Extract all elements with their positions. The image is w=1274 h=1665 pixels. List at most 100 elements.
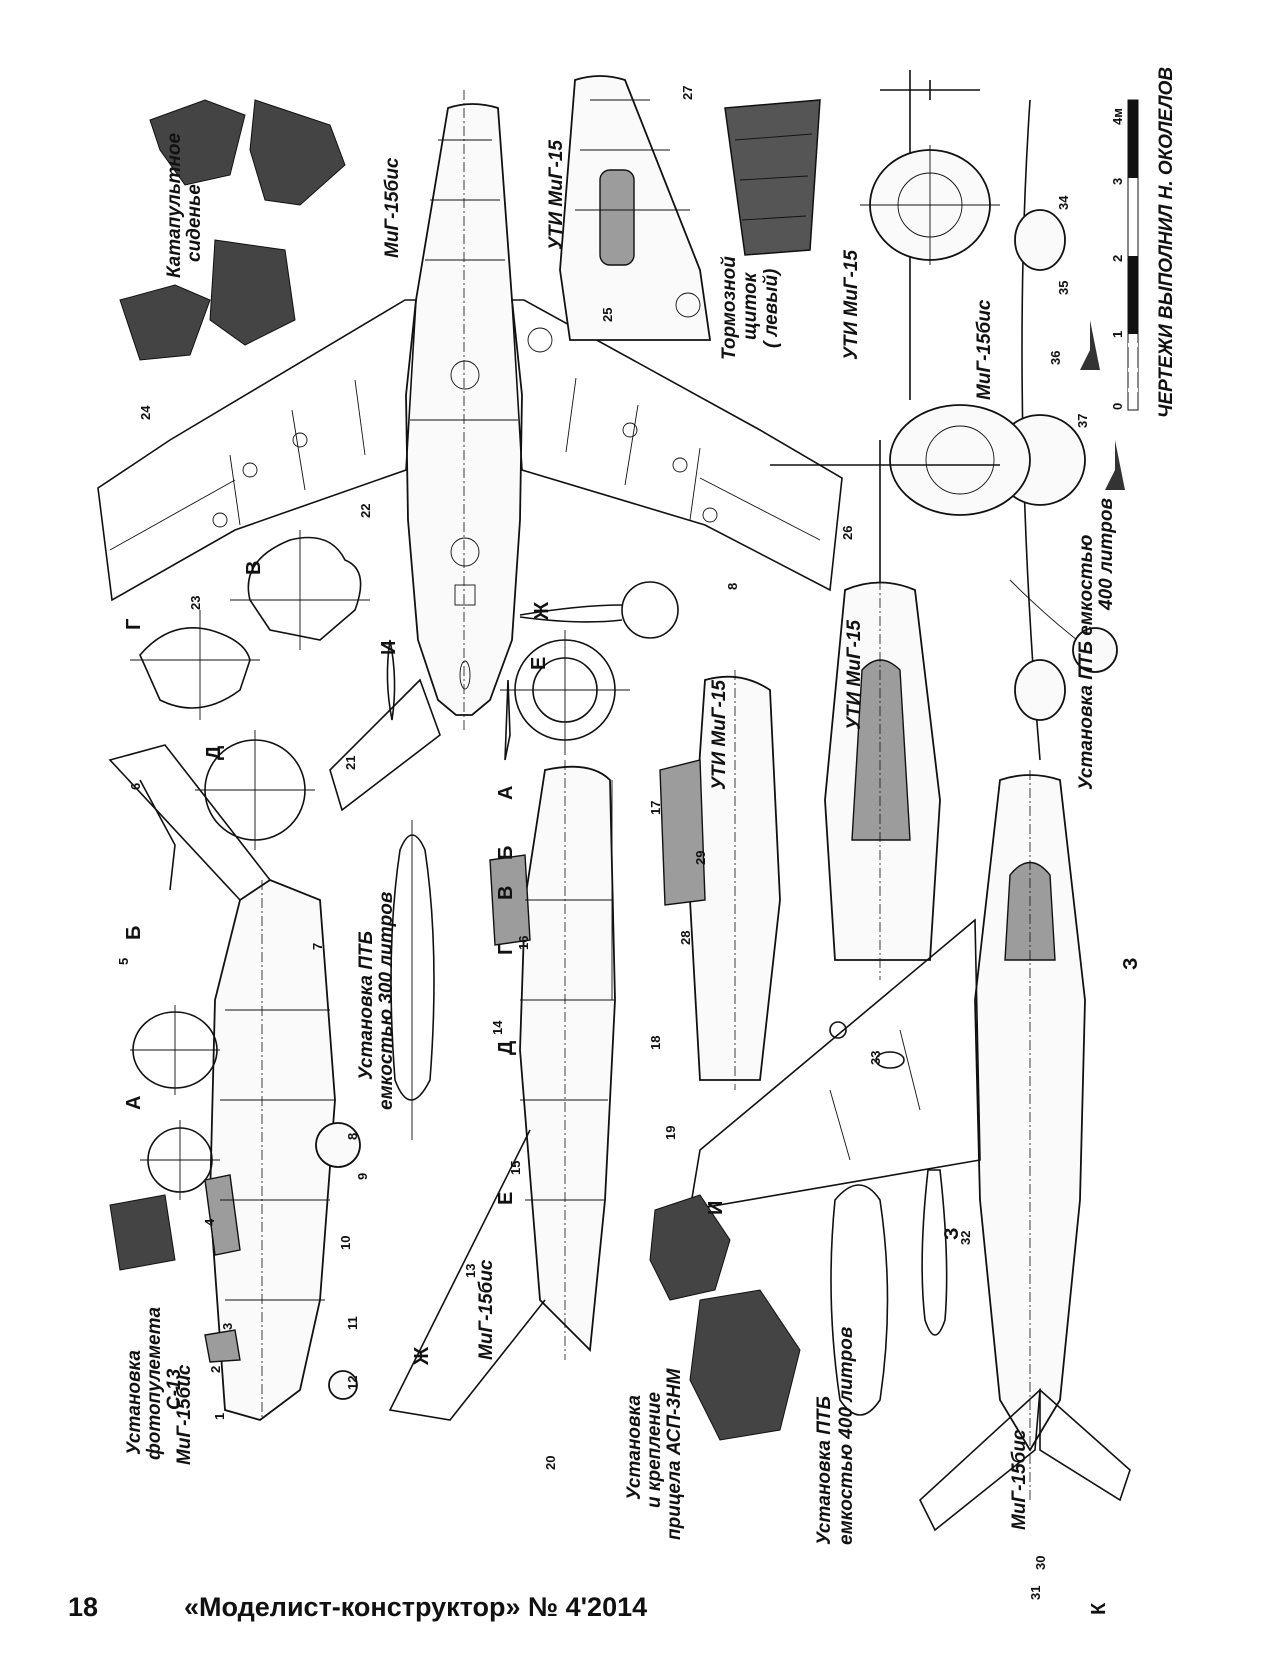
callout-27: 27 xyxy=(680,86,695,100)
section-zh-side: Ж xyxy=(411,1346,433,1366)
callout-20: 20 xyxy=(543,1456,558,1470)
label-uti-side: УТИ МиГ-15 xyxy=(709,680,730,790)
label-asp-3: прицела АСП-3НМ xyxy=(664,1367,685,1540)
section-v: В xyxy=(243,561,265,575)
label-brake-flap-2: щиток xyxy=(740,271,761,340)
label-ptb400-right-2: 400 литров xyxy=(1096,498,1117,611)
side-view-uti xyxy=(659,670,781,1090)
brake-flap-drawing xyxy=(724,99,821,256)
callout-23: 23 xyxy=(188,596,203,610)
label-catapult-1: Катапультное xyxy=(164,133,185,278)
callout-5: 5 xyxy=(116,958,131,965)
callout-22: 22 xyxy=(358,504,373,518)
asp-sight-photo xyxy=(649,1194,801,1441)
callout-14: 14 xyxy=(490,1020,505,1035)
section-zh: Ж xyxy=(531,601,553,621)
ptb-400-bottom-drawing xyxy=(830,1169,948,1416)
callout-19: 19 xyxy=(663,1126,678,1140)
side-view-center xyxy=(388,760,616,1421)
callout-30: 30 xyxy=(1033,1556,1048,1570)
label-scale-0: 0 xyxy=(1110,403,1125,410)
section-i-side: И xyxy=(705,1201,727,1215)
section-b: Б xyxy=(123,926,145,940)
section-g-side: Г xyxy=(495,944,517,955)
top-view-mig15bis xyxy=(97,90,843,812)
page-number: 18 xyxy=(68,1592,99,1622)
top-view-uti-nose xyxy=(527,75,712,353)
label-front-bis: МиГ-15бис xyxy=(974,299,995,400)
label-camera-1: Установка xyxy=(124,1350,145,1455)
callout-31: 31 xyxy=(1028,1586,1043,1600)
callout-1: 1 xyxy=(212,1413,227,1420)
label-mig15bis-bottom: МиГ-15бис xyxy=(1009,1429,1030,1530)
callout-8: 8 xyxy=(345,1133,360,1140)
callout-15: 15 xyxy=(508,1161,523,1175)
callout-26: 26 xyxy=(840,526,855,540)
callout-25: 25 xyxy=(600,308,615,322)
label-ptb300-2: емкостью 300 литров xyxy=(376,892,397,1110)
callout-32: 32 xyxy=(958,1231,973,1245)
label-mig15bis-side-left: МиГ-15бис xyxy=(174,1364,195,1465)
section-e: Е xyxy=(528,657,550,670)
callout-37: 37 xyxy=(1075,414,1090,428)
section-d: Д xyxy=(203,746,225,760)
label-ptb400-bottom-2: емкостью 400 литров xyxy=(836,1327,857,1545)
section-a-side: А xyxy=(495,786,517,800)
label-scale-unit: 4м xyxy=(1110,108,1125,125)
bottom-view-mig15bis xyxy=(689,770,1131,1532)
label-camera-2: фотопулемета xyxy=(144,1307,165,1460)
section-drawings xyxy=(130,530,679,850)
label-asp-1: Установка xyxy=(624,1395,645,1500)
label-ptb400-bottom-1: Установка ПТБ xyxy=(814,1396,835,1545)
section-v-side: В xyxy=(495,886,517,900)
top-view-uti-canopy xyxy=(824,580,941,980)
callout-35: 35 xyxy=(1056,281,1071,295)
scale-bar xyxy=(1127,99,1139,411)
label-mig15bis-top: МиГ-15бис xyxy=(382,157,403,258)
callout-9: 9 xyxy=(355,1173,370,1180)
label-scale-1: 1 xyxy=(1110,331,1125,338)
label-uti-top: УТИ МиГ-15 xyxy=(546,140,567,250)
callout-24: 24 xyxy=(138,405,153,420)
callout-34: 34 xyxy=(1056,195,1071,210)
callout-10: 10 xyxy=(338,1236,353,1250)
callout-28: 28 xyxy=(678,931,693,945)
callout-7: 7 xyxy=(310,943,325,950)
callout-6: 6 xyxy=(128,783,143,790)
label-catapult-2: сиденье xyxy=(184,184,205,262)
callout-2: 2 xyxy=(208,1366,223,1373)
callout-21: 21 xyxy=(343,756,358,770)
label-scale-3: 3 xyxy=(1110,178,1125,185)
label-camera-3: С-13 xyxy=(164,1368,185,1410)
label-scale-2: 2 xyxy=(1110,255,1125,262)
label-brake-flap-1: Тормозной xyxy=(719,256,740,360)
callout-18: 18 xyxy=(648,1036,663,1050)
label-front-uti: УТИ МиГ-15 xyxy=(841,250,862,360)
ejection-seat-photos xyxy=(119,99,346,361)
callout-8b: 8 xyxy=(725,583,740,590)
section-i: И xyxy=(378,641,400,655)
front-views xyxy=(770,70,1125,761)
section-a: А xyxy=(123,1096,145,1110)
label-mig15bis-side-center: МиГ-15бис xyxy=(476,1259,497,1360)
section-k: К xyxy=(1088,1602,1110,1615)
label-brake-flap-3: ( левый) xyxy=(761,269,782,348)
callout-29: 29 xyxy=(693,851,708,865)
label-ptb400-right-1: Установка ПТБ емкостью xyxy=(1076,535,1097,790)
section-g: Г xyxy=(123,619,145,630)
callout-16: 16 xyxy=(516,936,531,950)
callout-11: 11 xyxy=(345,1316,360,1330)
callout-17: 17 xyxy=(648,801,663,815)
section-z-side: З xyxy=(1120,957,1142,970)
side-view-left xyxy=(108,744,361,1421)
label-author: ЧЕРТЕЖИ ВЫПОЛНИЛ Н. ОКОЛЕЛОВ xyxy=(1156,67,1177,418)
callout-3: 3 xyxy=(220,1323,235,1330)
section-d-side: Д xyxy=(495,1041,517,1055)
callout-13: 13 xyxy=(463,1264,478,1278)
callout-4: 4 xyxy=(202,1218,217,1226)
callout-12: 12 xyxy=(345,1376,360,1390)
callout-36: 36 xyxy=(1048,351,1063,365)
label-uti-top-canopy: УТИ МиГ-15 xyxy=(844,620,865,730)
